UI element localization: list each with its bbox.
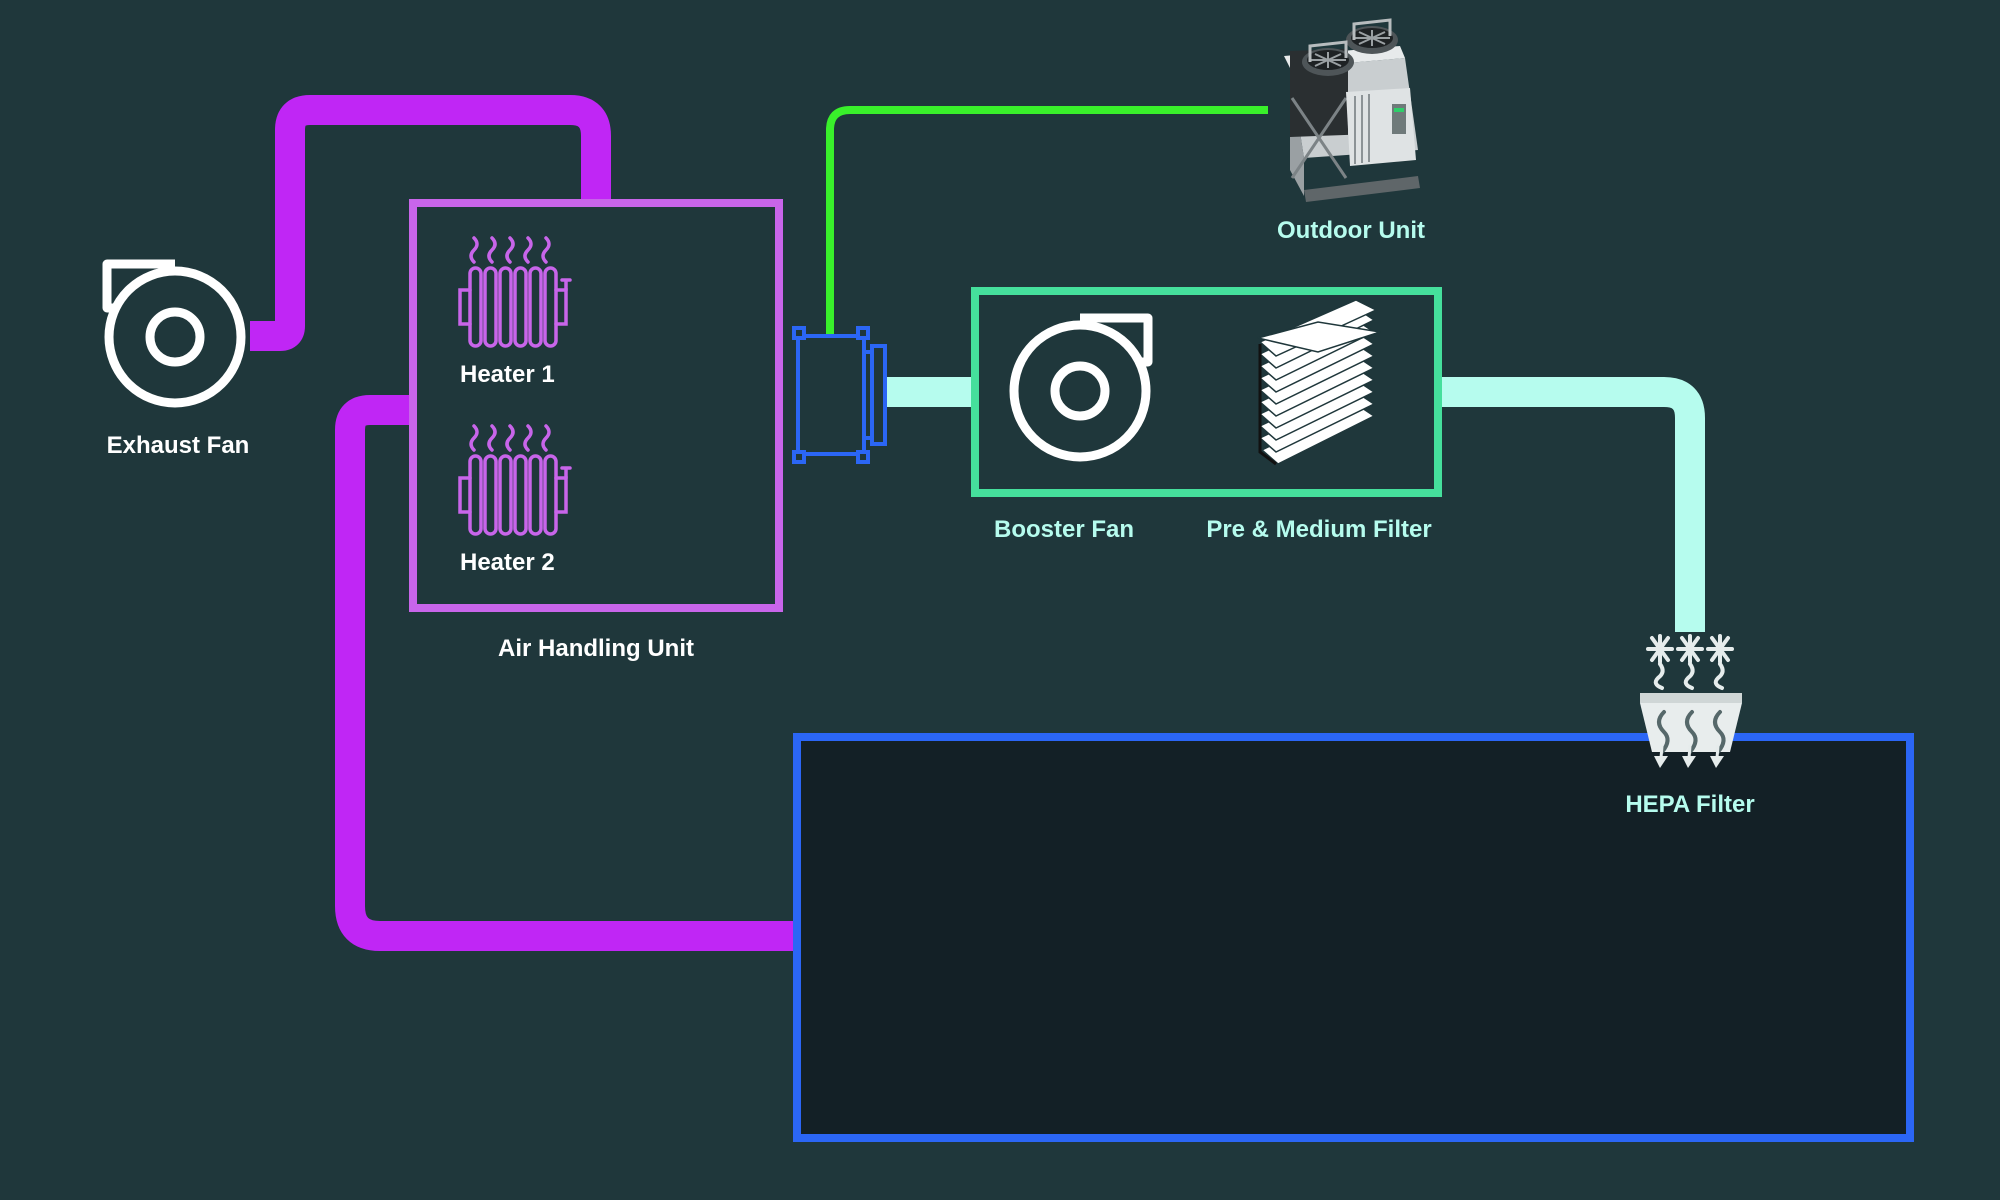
supply-duct-to-hepa [1440, 377, 1705, 632]
hepa-filter [1640, 634, 1742, 768]
outdoor-unit-label: Outdoor Unit [1277, 217, 1425, 244]
cooling-coil-icon [792, 326, 887, 464]
hepa-diffuser-icon [1640, 634, 1742, 768]
booster-fan-label: Booster Fan [994, 516, 1134, 543]
air-handling-unit-box [409, 199, 783, 612]
chiller-line [826, 106, 1268, 336]
return-duct [335, 395, 796, 951]
exhaust-duct-top [250, 95, 611, 351]
outdoor-unit [1284, 18, 1420, 202]
centrifugal-fan-icon [107, 264, 241, 403]
heater-2-label: Heater 2 [460, 549, 555, 576]
heater-1-label: Heater 1 [460, 361, 555, 388]
pre-medium-filter-label: Pre & Medium Filter [1206, 516, 1431, 543]
pleated-filter-icon [1257, 299, 1381, 466]
clean-room [793, 733, 1914, 1142]
exhaust-fan [107, 264, 241, 403]
air-handling-unit-label: Air Handling Unit [498, 635, 694, 662]
outdoor-chiller-icon [1284, 18, 1420, 202]
hepa-filter-label: HEPA Filter [1625, 791, 1754, 818]
exhaust-fan-label: Exhaust Fan [107, 432, 250, 459]
